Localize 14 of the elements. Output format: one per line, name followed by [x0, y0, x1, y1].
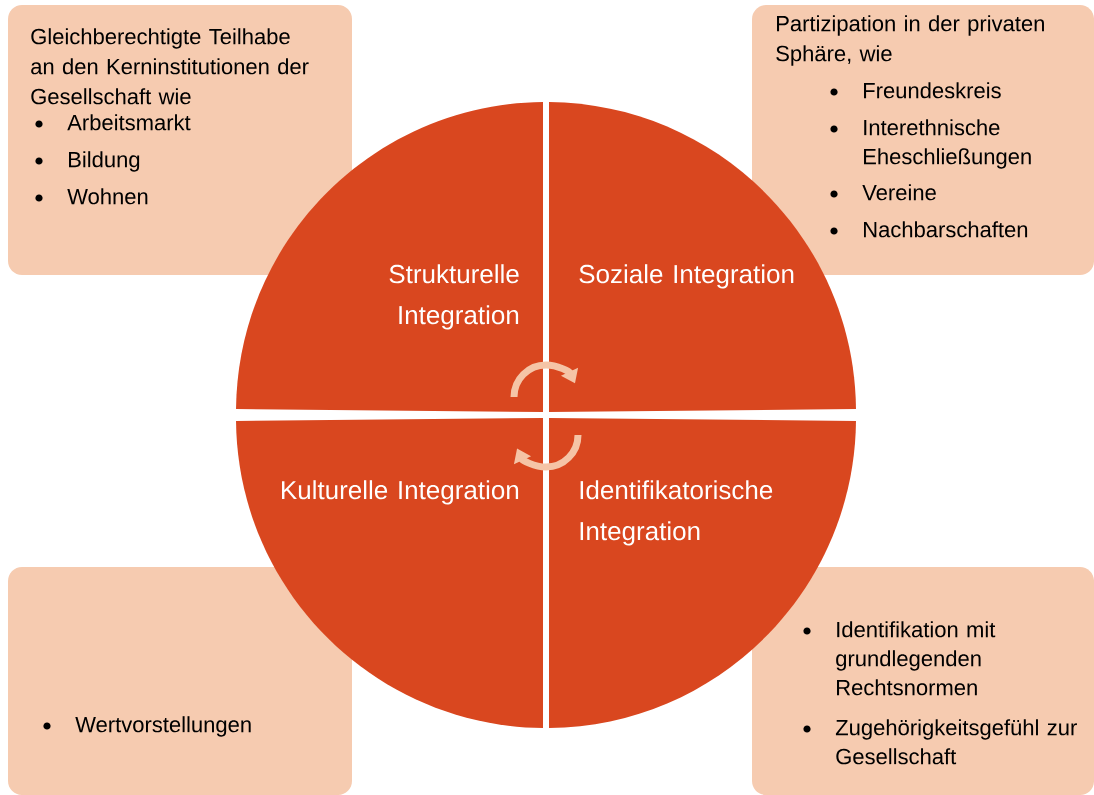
box-heading: Gleichberechtigte Teilhabe an den Kerninstitutionen der Gesellschaft wie [31, 28, 309, 105]
info-box [8, 567, 352, 795]
list-item: Bildung [69, 151, 140, 172]
list-item: Vereine [862, 184, 936, 201]
info-box [752, 567, 1094, 795]
list-item: Interethnische Eheschließungen [864, 119, 1031, 169]
list-item: Arbeitsmarkt [67, 114, 191, 131]
quadrant-sector: Strukturelle Integration [236, 102, 543, 412]
info-box [8, 5, 352, 275]
list-item: Freundeskreis [864, 82, 1001, 99]
list-item: Nachbarschaften [864, 221, 1028, 238]
list-item: Wohnen [67, 188, 148, 205]
quadrant-sector: Soziale Integration [549, 102, 856, 412]
box-heading: Partizipation in der privaten Sphäre, wie [776, 15, 1044, 66]
